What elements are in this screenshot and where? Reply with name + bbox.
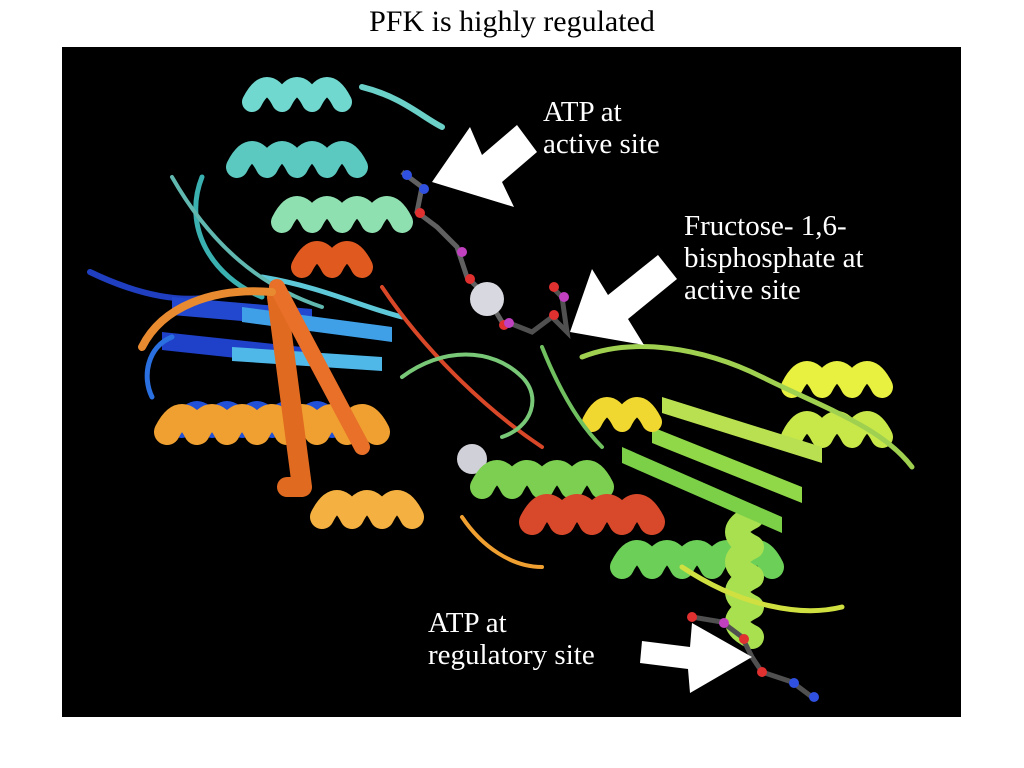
label-line: ATP at <box>428 607 507 639</box>
label-line: bisphosphate at <box>684 242 864 274</box>
metal-ion <box>457 444 487 474</box>
arrow-atp-regulatory <box>640 623 752 693</box>
label-fbp-active-site: Fructose- 1,6- bisphosphate at active si… <box>684 210 864 306</box>
label-atp-active-site: ATP at active site <box>543 96 660 160</box>
label-line: active site <box>543 128 660 160</box>
slide-title: PFK is highly regulated <box>369 5 655 38</box>
label-line: Fructose- 1,6- <box>684 210 847 242</box>
protein-structure-image: ATP at active site Fructose- 1,6- bispho… <box>62 47 961 717</box>
label-line: ATP at <box>543 96 622 128</box>
left-domain <box>87 77 445 438</box>
metal-ion <box>470 282 504 316</box>
ligand-fbp <box>504 282 571 340</box>
label-atp-regulatory-site: ATP at regulatory site <box>428 607 595 671</box>
arrow-fbp <box>570 255 677 345</box>
arrow-atp-active <box>432 125 537 207</box>
right-domain <box>400 344 915 649</box>
arrows <box>432 125 752 693</box>
label-line: active site <box>684 274 801 306</box>
ribbon-diagram <box>87 77 915 702</box>
label-line: regulatory site <box>428 639 595 671</box>
orange-strands <box>138 241 544 529</box>
